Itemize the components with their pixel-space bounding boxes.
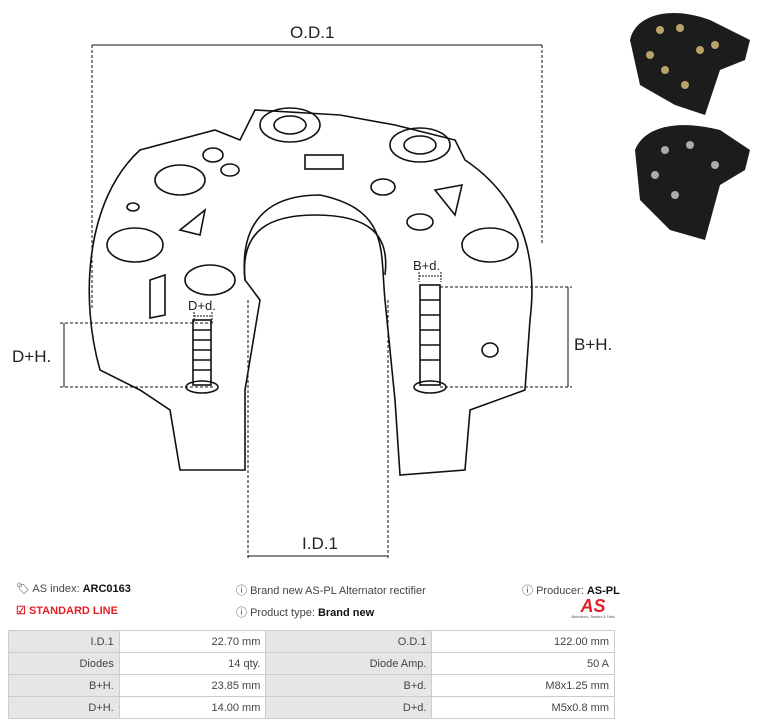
spec-value: 14 qty. xyxy=(118,652,267,675)
spec-label: I.D.1 xyxy=(8,630,120,653)
as-pl-logo: AS Alternators, Starters & Parts xyxy=(571,596,615,619)
id-label: I.D.1 xyxy=(302,534,338,553)
check-square-icon: ☑ xyxy=(16,605,26,617)
info-icon: ⓘ xyxy=(236,585,247,597)
spec-label: Diode Amp. xyxy=(265,652,433,675)
spec-value: 22.70 mm xyxy=(118,630,267,653)
spec-value: 14.00 mm xyxy=(118,696,267,719)
rectifier-outline xyxy=(88,109,533,476)
bd-label: B+d. xyxy=(413,258,440,273)
spec-value: M8x1.25 mm xyxy=(431,674,615,697)
spec-value: 122.00 mm xyxy=(431,630,615,653)
as-index: 🏷 AS index: ARC0163 xyxy=(16,583,131,595)
spec-value: 23.85 mm xyxy=(118,674,267,697)
bh-label: B+H. xyxy=(574,335,612,354)
dd-label: D+d. xyxy=(188,298,216,313)
spec-label: D+d. xyxy=(265,696,433,719)
spec-value: 50 A xyxy=(431,652,615,675)
spec-label: B+d. xyxy=(265,674,433,697)
product-type: ⓘ Product type: Brand new xyxy=(236,607,375,619)
od-label: O.D.1 xyxy=(290,23,334,42)
product-photo-bottom xyxy=(635,125,750,240)
technical-drawing: O.D.1 I.D.1 D+H. B+H. D+d. B+d. xyxy=(12,23,612,560)
info-icon: ⓘ xyxy=(522,585,533,597)
product-photo-top xyxy=(630,12,750,115)
description: ⓘ Brand new AS-PL Alternator rectifier xyxy=(236,585,426,597)
product-photos xyxy=(630,12,750,240)
spec-label: D+H. xyxy=(8,696,120,719)
spec-value: M5x0.8 mm xyxy=(431,696,615,719)
tags-icon: 🏷 xyxy=(16,583,30,595)
spec-label: Diodes xyxy=(8,652,120,675)
info-icon: ⓘ xyxy=(236,607,247,619)
spec-label: B+H. xyxy=(8,674,120,697)
dh-label: D+H. xyxy=(12,347,51,366)
spec-label: O.D.1 xyxy=(265,630,433,653)
producer: ⓘ Producer: AS-PL xyxy=(522,585,620,597)
standard-line-badge: ☑ STANDARD LINE xyxy=(16,605,118,617)
